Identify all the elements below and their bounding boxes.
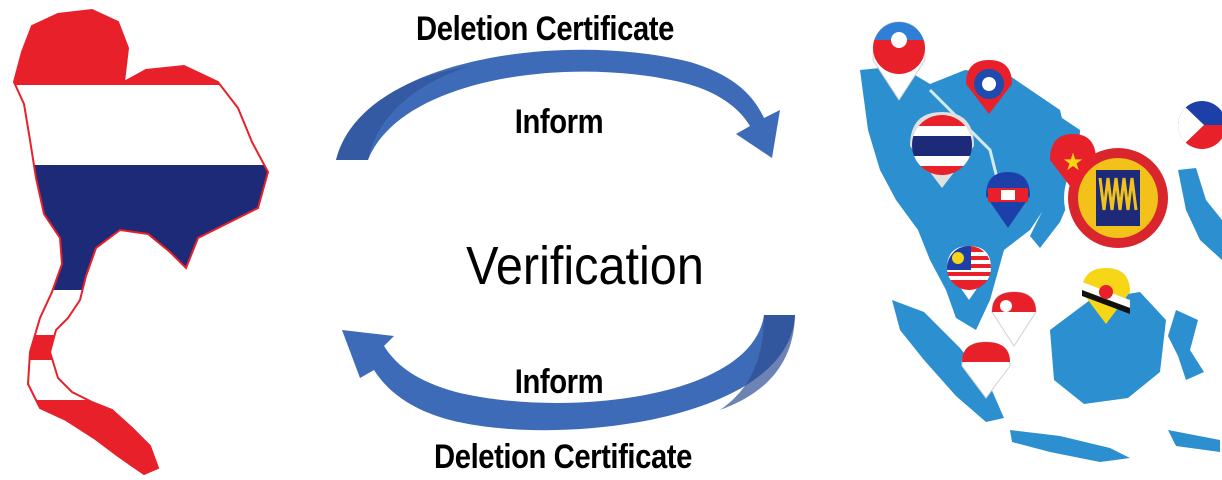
bottom-arrow: [342, 315, 795, 431]
vietnam-flag-pin-icon: ★: [1050, 134, 1096, 190]
singapore-flag-pin-icon: [991, 291, 1037, 347]
top-inform-label: Inform: [514, 103, 604, 141]
southeast-asia-flags-map-icon: ★: [860, 21, 1222, 462]
cambodia-flag-pin-icon: [986, 172, 1030, 228]
svg-text:★: ★: [1062, 148, 1084, 176]
brunei-flag-pin-icon: [1082, 268, 1130, 324]
laos-flag-pin-icon: [966, 60, 1012, 114]
thailand-flag-map-icon: [12, 8, 270, 476]
verification-label: Verification: [466, 236, 704, 296]
bottom-inform-label: Inform: [514, 363, 604, 401]
top-arrow: [336, 49, 780, 160]
philippines-flag-pin-icon: [1178, 100, 1222, 162]
thailand-flag-pin-icon: [910, 112, 974, 188]
indonesia-flag-pin-icon: [961, 341, 1011, 399]
myanmar-flag-pin-icon: [872, 21, 926, 101]
bottom-deletion-certificate-label: Deletion Certificate: [434, 438, 692, 476]
top-deletion-certificate-label: Deletion Certificate: [416, 10, 674, 48]
asean-emblem-icon: [1064, 144, 1172, 252]
